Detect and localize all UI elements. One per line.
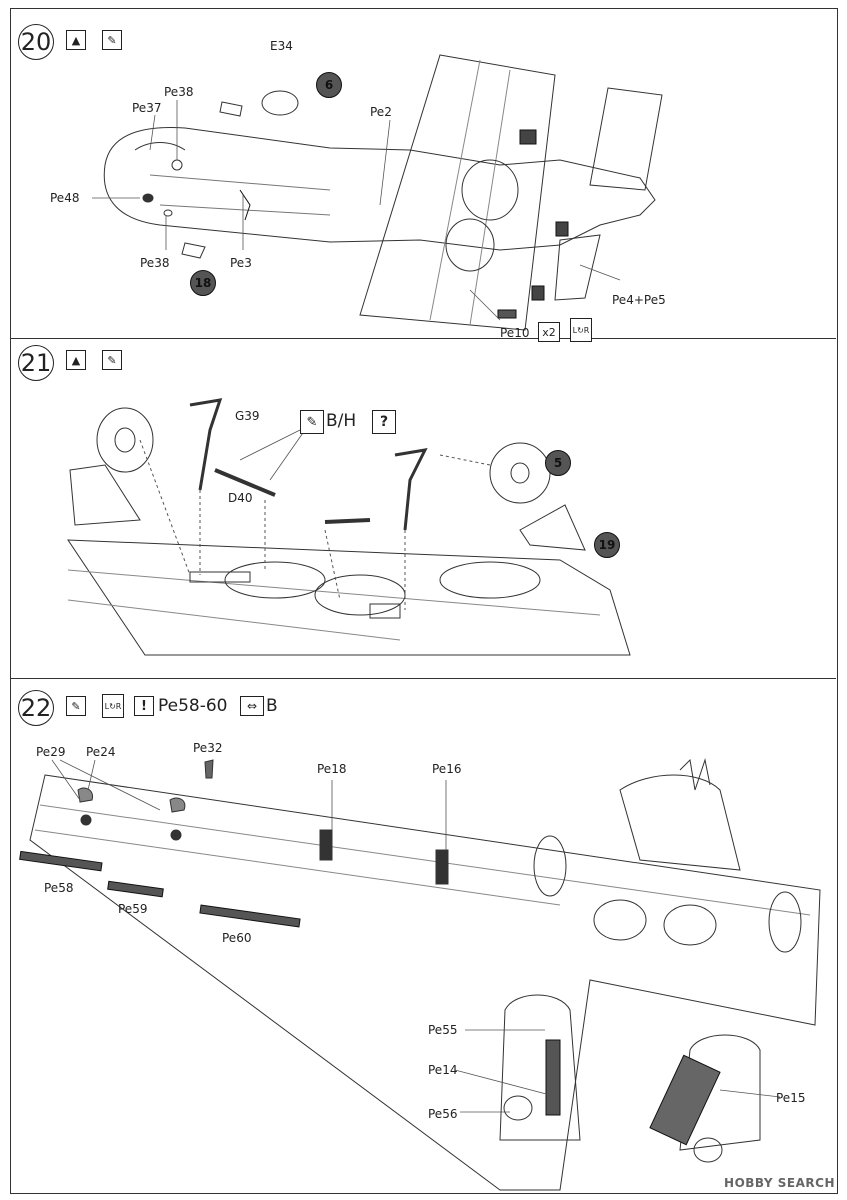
part-label: G39 xyxy=(235,409,260,423)
part-label: Pe16 xyxy=(432,762,462,776)
step-divider xyxy=(10,678,836,679)
part-label: Pe3 xyxy=(230,256,252,270)
engine-nacelle-left xyxy=(499,994,581,1141)
color-callout: 19 xyxy=(594,532,620,558)
part-label: Pe18 xyxy=(317,762,347,776)
quantity-badge: x2 xyxy=(538,322,560,342)
bend-arrows-icon: ⇔ xyxy=(240,696,264,716)
left-right-icon: L↻R xyxy=(570,318,592,342)
part-label: Pe2 xyxy=(370,105,392,119)
part-label: Pe37 xyxy=(132,101,162,115)
part-label: D40 xyxy=(228,491,253,505)
optional-question-icon: ? xyxy=(372,410,396,434)
cement-icon: ▲ xyxy=(66,350,86,370)
part-label: Pe15 xyxy=(776,1091,806,1105)
wing-outline xyxy=(359,54,556,331)
fuselage-section xyxy=(619,774,741,871)
color-callout: 5 xyxy=(545,450,571,476)
color-callout: 6 xyxy=(316,72,342,98)
step-number-22: 22 xyxy=(18,690,54,726)
paint-brush-icon: ✎ xyxy=(300,410,324,434)
part-label: Pe60 xyxy=(222,931,252,945)
part-label: Pe58 xyxy=(44,881,74,895)
watermark: HOBBY SEARCH xyxy=(724,1176,835,1190)
part-label: Pe10 xyxy=(500,326,530,340)
tail-fin xyxy=(589,87,663,191)
paint-brush-icon: ✎ xyxy=(102,350,122,370)
part-label: Pe29 xyxy=(36,745,66,759)
cement-icon: ▲ xyxy=(66,30,86,50)
part-label: Pe4+Pe5 xyxy=(612,293,666,307)
paint-color-code: B/H xyxy=(326,411,357,431)
step-number-21: 21 xyxy=(18,345,54,381)
part-label: Pe38 xyxy=(140,256,170,270)
paint-brush-icon: ✎ xyxy=(66,696,86,716)
attention-icon: ! xyxy=(134,696,154,716)
step-number-20: 20 xyxy=(18,24,54,60)
part-label: Pe56 xyxy=(428,1107,458,1121)
part-label: Pe48 xyxy=(50,191,80,205)
main-wheel-left xyxy=(96,407,154,473)
part-label: Pe24 xyxy=(86,745,116,759)
part-label: E34 xyxy=(270,39,293,53)
left-right-icon: L↻R xyxy=(102,694,124,718)
main-wheel-right xyxy=(489,442,551,504)
stabilizer xyxy=(554,234,601,301)
part-label: Pe14 xyxy=(428,1063,458,1077)
step-divider xyxy=(10,338,836,339)
gear-door-left xyxy=(69,464,141,526)
wing-underside xyxy=(67,539,631,656)
part-label: Pe32 xyxy=(193,741,223,755)
color-callout: 18 xyxy=(190,270,216,296)
instruction-page xyxy=(10,8,838,1194)
fuselage-outline xyxy=(103,127,656,251)
part-label: Pe55 xyxy=(428,1023,458,1037)
part-label: Pe38 xyxy=(164,85,194,99)
gear-door-right xyxy=(519,504,586,551)
wing-top-surface xyxy=(29,774,821,1191)
instruction-text: Pe58-60 xyxy=(158,696,228,716)
paint-brush-icon: ✎ xyxy=(102,30,122,50)
part-label: Pe59 xyxy=(118,902,148,916)
instruction-text: B xyxy=(266,696,278,716)
